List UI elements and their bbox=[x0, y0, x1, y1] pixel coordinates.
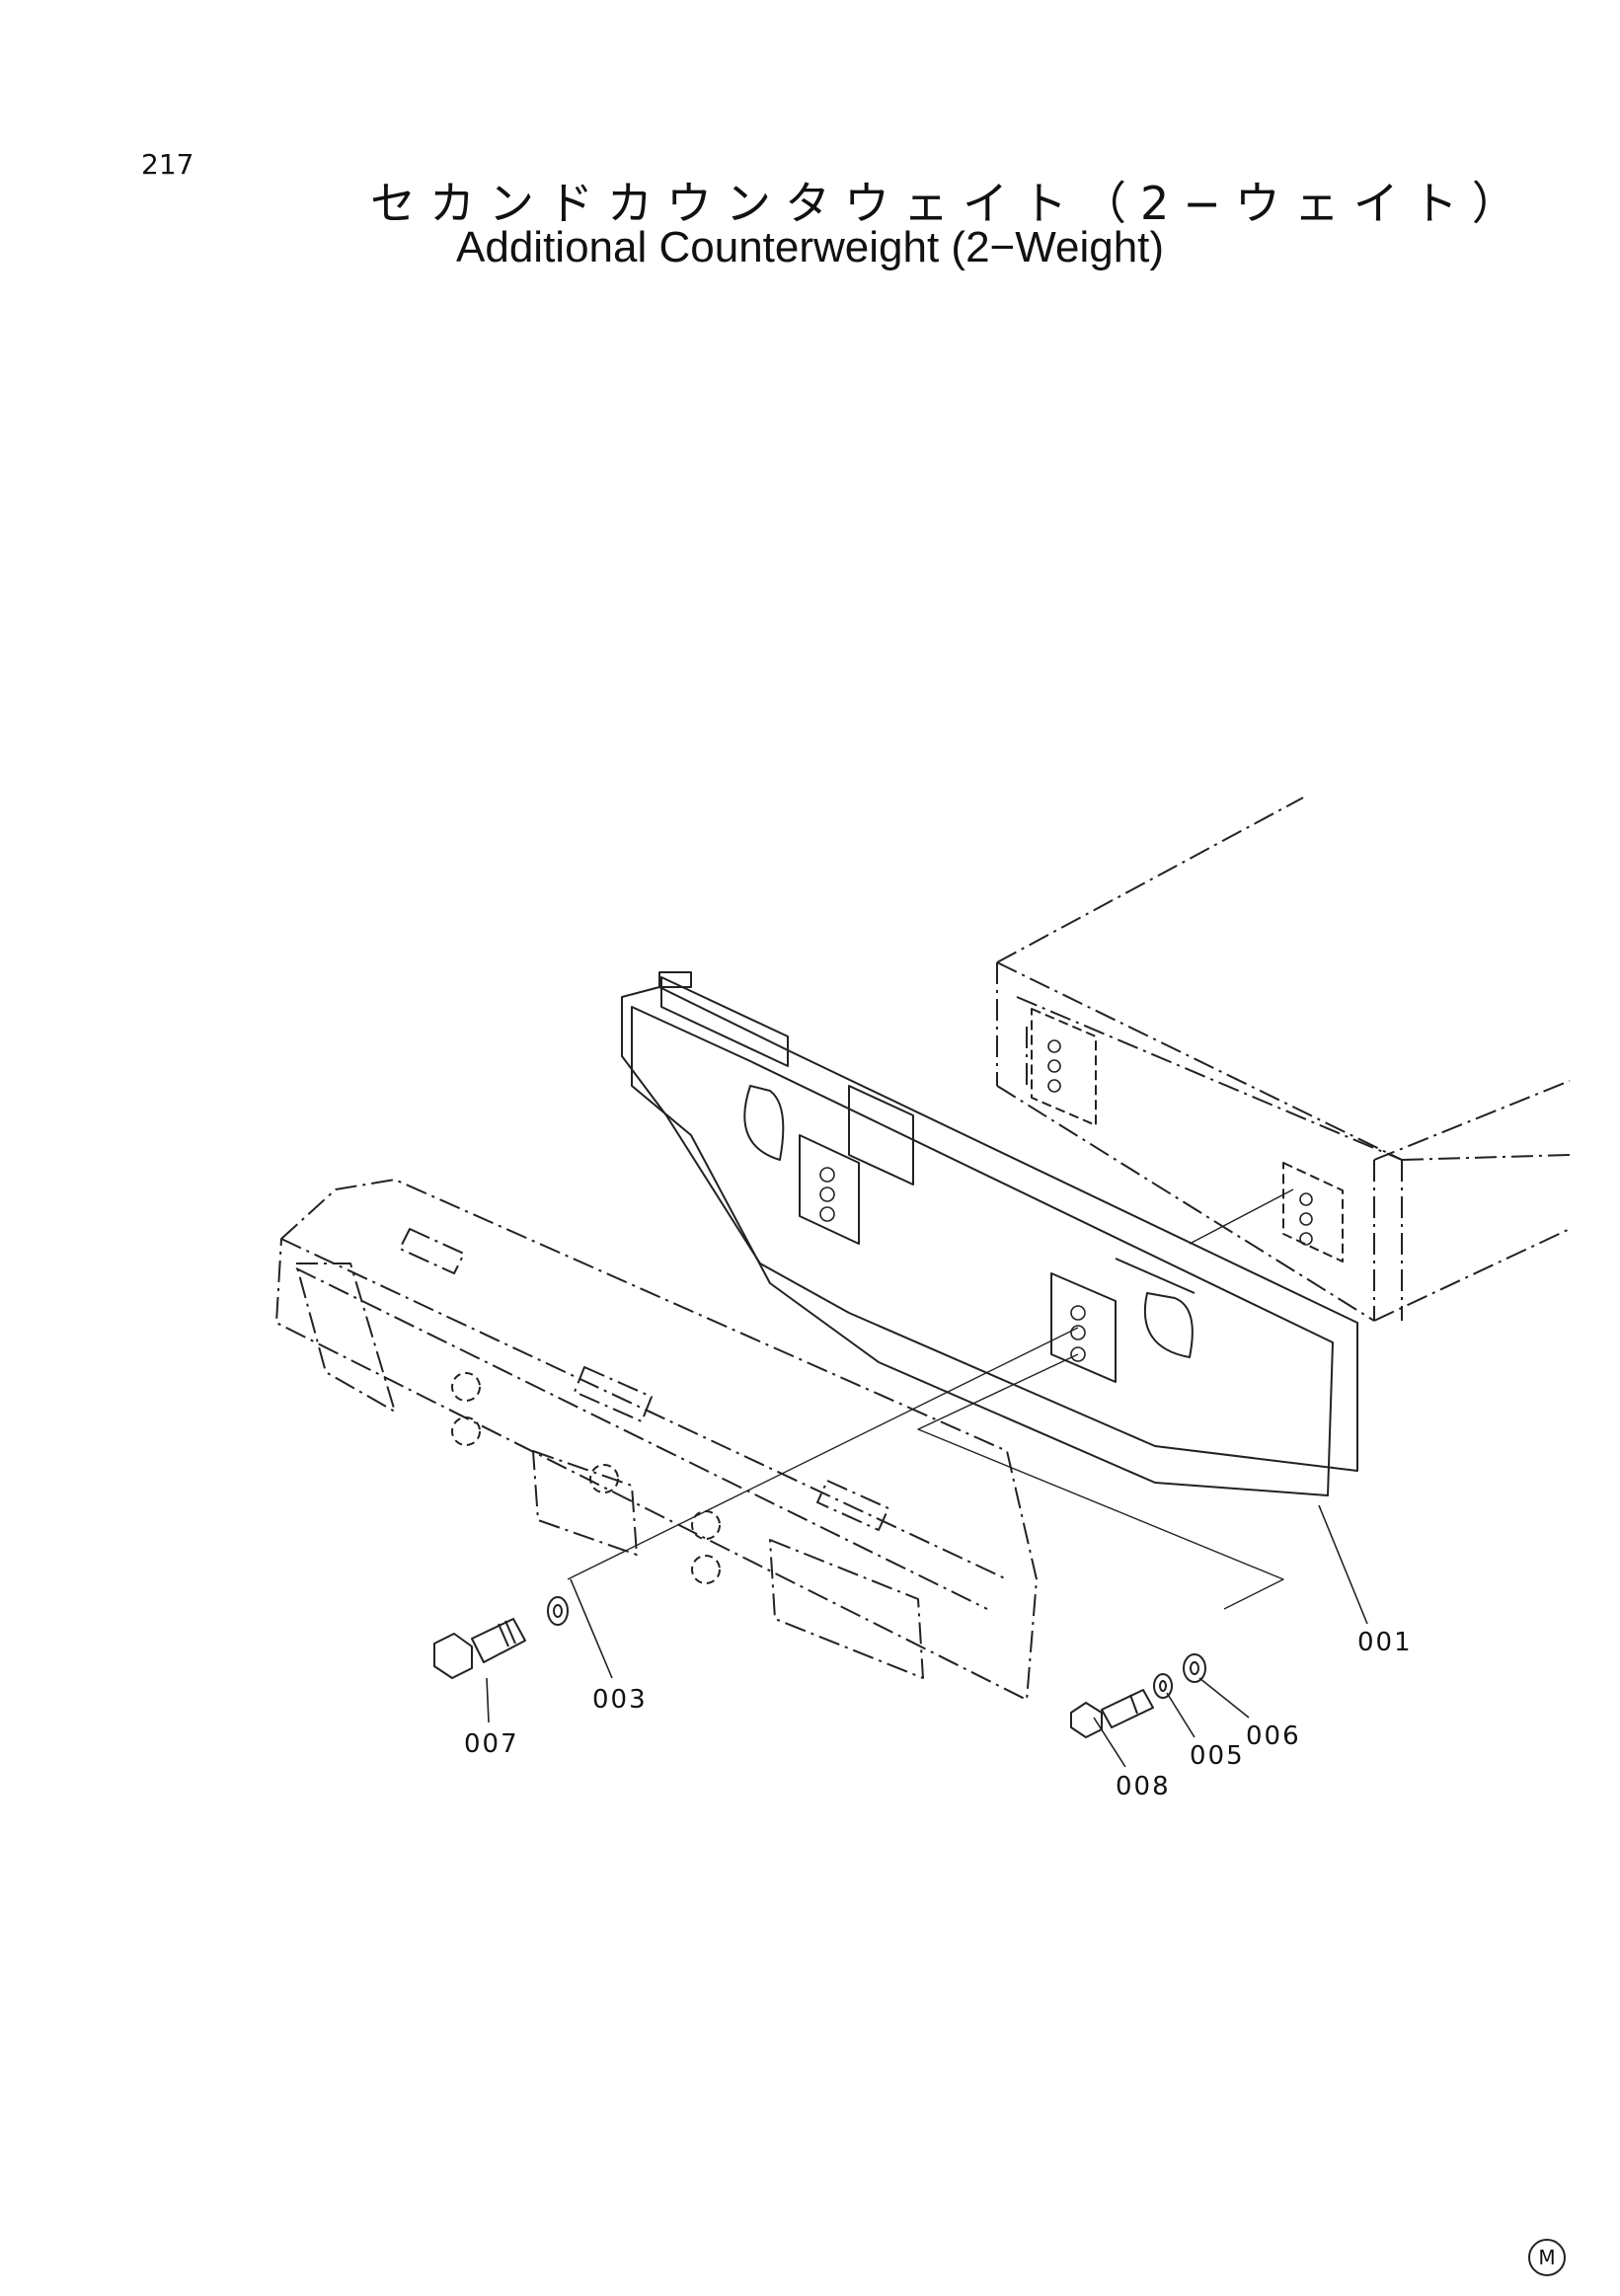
bolt-008 bbox=[1070, 1689, 1154, 1738]
bolt-007 bbox=[433, 1618, 526, 1679]
leader-line bbox=[486, 1504, 1368, 1768]
callout-006: 006 bbox=[1246, 1722, 1301, 1751]
callout-007: 007 bbox=[464, 1729, 519, 1759]
callout-005: 005 bbox=[1190, 1741, 1245, 1771]
title-english: Additional Counterweight (2−Weight) bbox=[456, 223, 1165, 271]
spring-washer-005 bbox=[1153, 1673, 1173, 1699]
machine-frame bbox=[996, 797, 1571, 1322]
title-japanese: セカンドカウンタウェイト（2−ウェイト） bbox=[370, 177, 1531, 230]
callout-001: 001 bbox=[1357, 1628, 1413, 1657]
callout-008: 008 bbox=[1116, 1772, 1171, 1801]
washer-006 bbox=[1183, 1653, 1206, 1683]
washer-003 bbox=[547, 1596, 569, 1626]
frame-mounting-bracket bbox=[1031, 1008, 1344, 1263]
mounting-plate bbox=[621, 971, 1358, 1496]
page-number: 217 bbox=[141, 148, 194, 181]
trademark-symbol: M bbox=[1528, 2239, 1566, 2276]
counterweight-body bbox=[275, 1179, 1038, 1701]
alignment-line bbox=[567, 1188, 1294, 1610]
callout-003: 003 bbox=[592, 1685, 648, 1715]
lug-block bbox=[799, 1134, 1117, 1383]
